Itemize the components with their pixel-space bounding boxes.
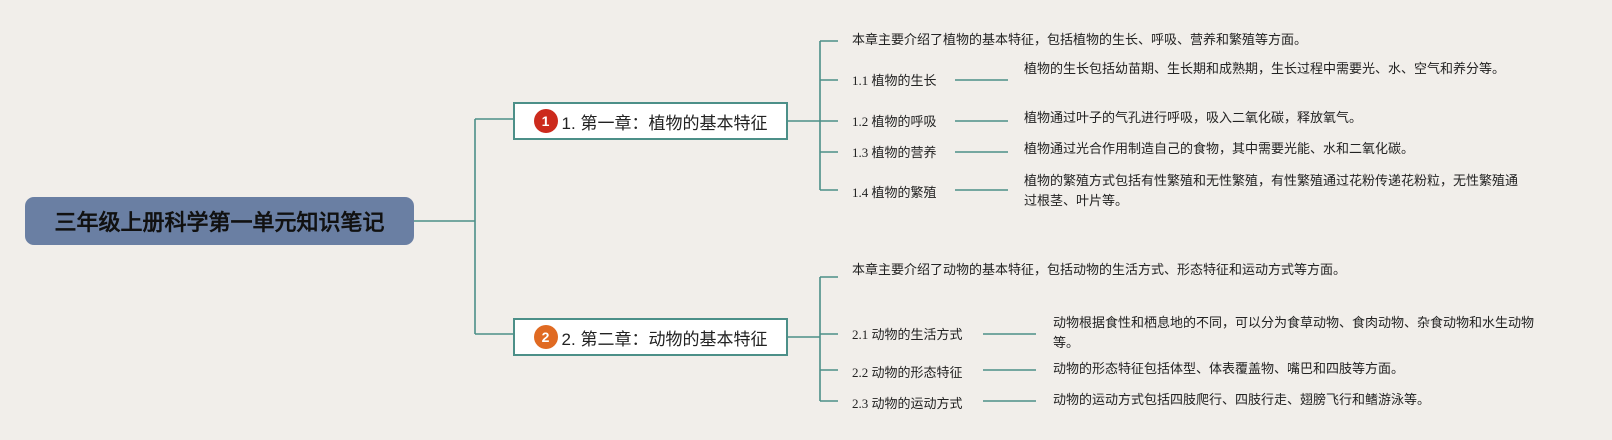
section-2-3-detail[interactable]: 动物的运动方式包括四肢爬行、四肢行走、翅膀飞行和鳍游泳等。: [1053, 393, 1431, 408]
section-1-3[interactable]: 1.3 植物的营养: [852, 145, 937, 160]
chapter-2-title: 2. 第二章：动物的基本特征: [561, 329, 768, 349]
section-2-3[interactable]: 2.3 动物的运动方式: [852, 396, 963, 411]
root-topic[interactable]: 三年级上册科学第一单元知识笔记: [25, 197, 414, 245]
chapter-2-topic[interactable]: 2 2. 第二章：动物的基本特征: [513, 318, 788, 356]
section-2-1[interactable]: 2.1 动物的生活方式: [852, 327, 963, 342]
section-1-3-detail[interactable]: 植物通过光合作用制造自己的食物，其中需要光能、水和二氧化碳。: [1024, 142, 1415, 157]
section-2-2-detail[interactable]: 动物的形态特征包括体型、体表覆盖物、嘴巴和四肢等方面。: [1053, 362, 1405, 377]
section-1-1[interactable]: 1.1 植物的生长: [852, 73, 937, 88]
chapter-2-intro[interactable]: 本章主要介绍了动物的基本特征，包括动物的生活方式、形态特征和运动方式等方面。: [852, 263, 1347, 278]
priority-2-badge-icon: 2: [533, 325, 558, 349]
section-1-1-detail[interactable]: 植物的生长包括幼苗期、生长期和成熟期，生长过程中需要光、水、空气和养分等。: [1024, 62, 1506, 77]
section-1-4-detail[interactable]: 植物的繁殖方式包括有性繁殖和无性繁殖，有性繁殖通过花粉传递花粉粒，无性繁殖通过根…: [1024, 174, 1519, 209]
root-title: 三年级上册科学第一单元知识笔记: [54, 211, 385, 236]
section-1-2-detail[interactable]: 植物通过叶子的气孔进行呼吸，吸入二氧化碳，释放氧气。: [1024, 111, 1363, 126]
section-2-1-detail[interactable]: 动物根据食性和栖息地的不同，可以分为食草动物、食肉动物、杂食动物和水生动物等。: [1053, 316, 1535, 351]
chapter-1-topic[interactable]: 1 1. 第一章：植物的基本特征: [513, 102, 788, 140]
section-2-2[interactable]: 2.2 动物的形态特征: [852, 365, 963, 380]
priority-1-badge-icon: 1: [533, 109, 558, 133]
section-1-2[interactable]: 1.2 植物的呼吸: [852, 114, 937, 129]
section-1-4[interactable]: 1.4 植物的繁殖: [852, 185, 937, 200]
chapter-1-title: 1. 第一章：植物的基本特征: [561, 113, 768, 133]
chapter-1-intro[interactable]: 本章主要介绍了植物的基本特征，包括植物的生长、呼吸、营养和繁殖等方面。: [852, 33, 1308, 48]
